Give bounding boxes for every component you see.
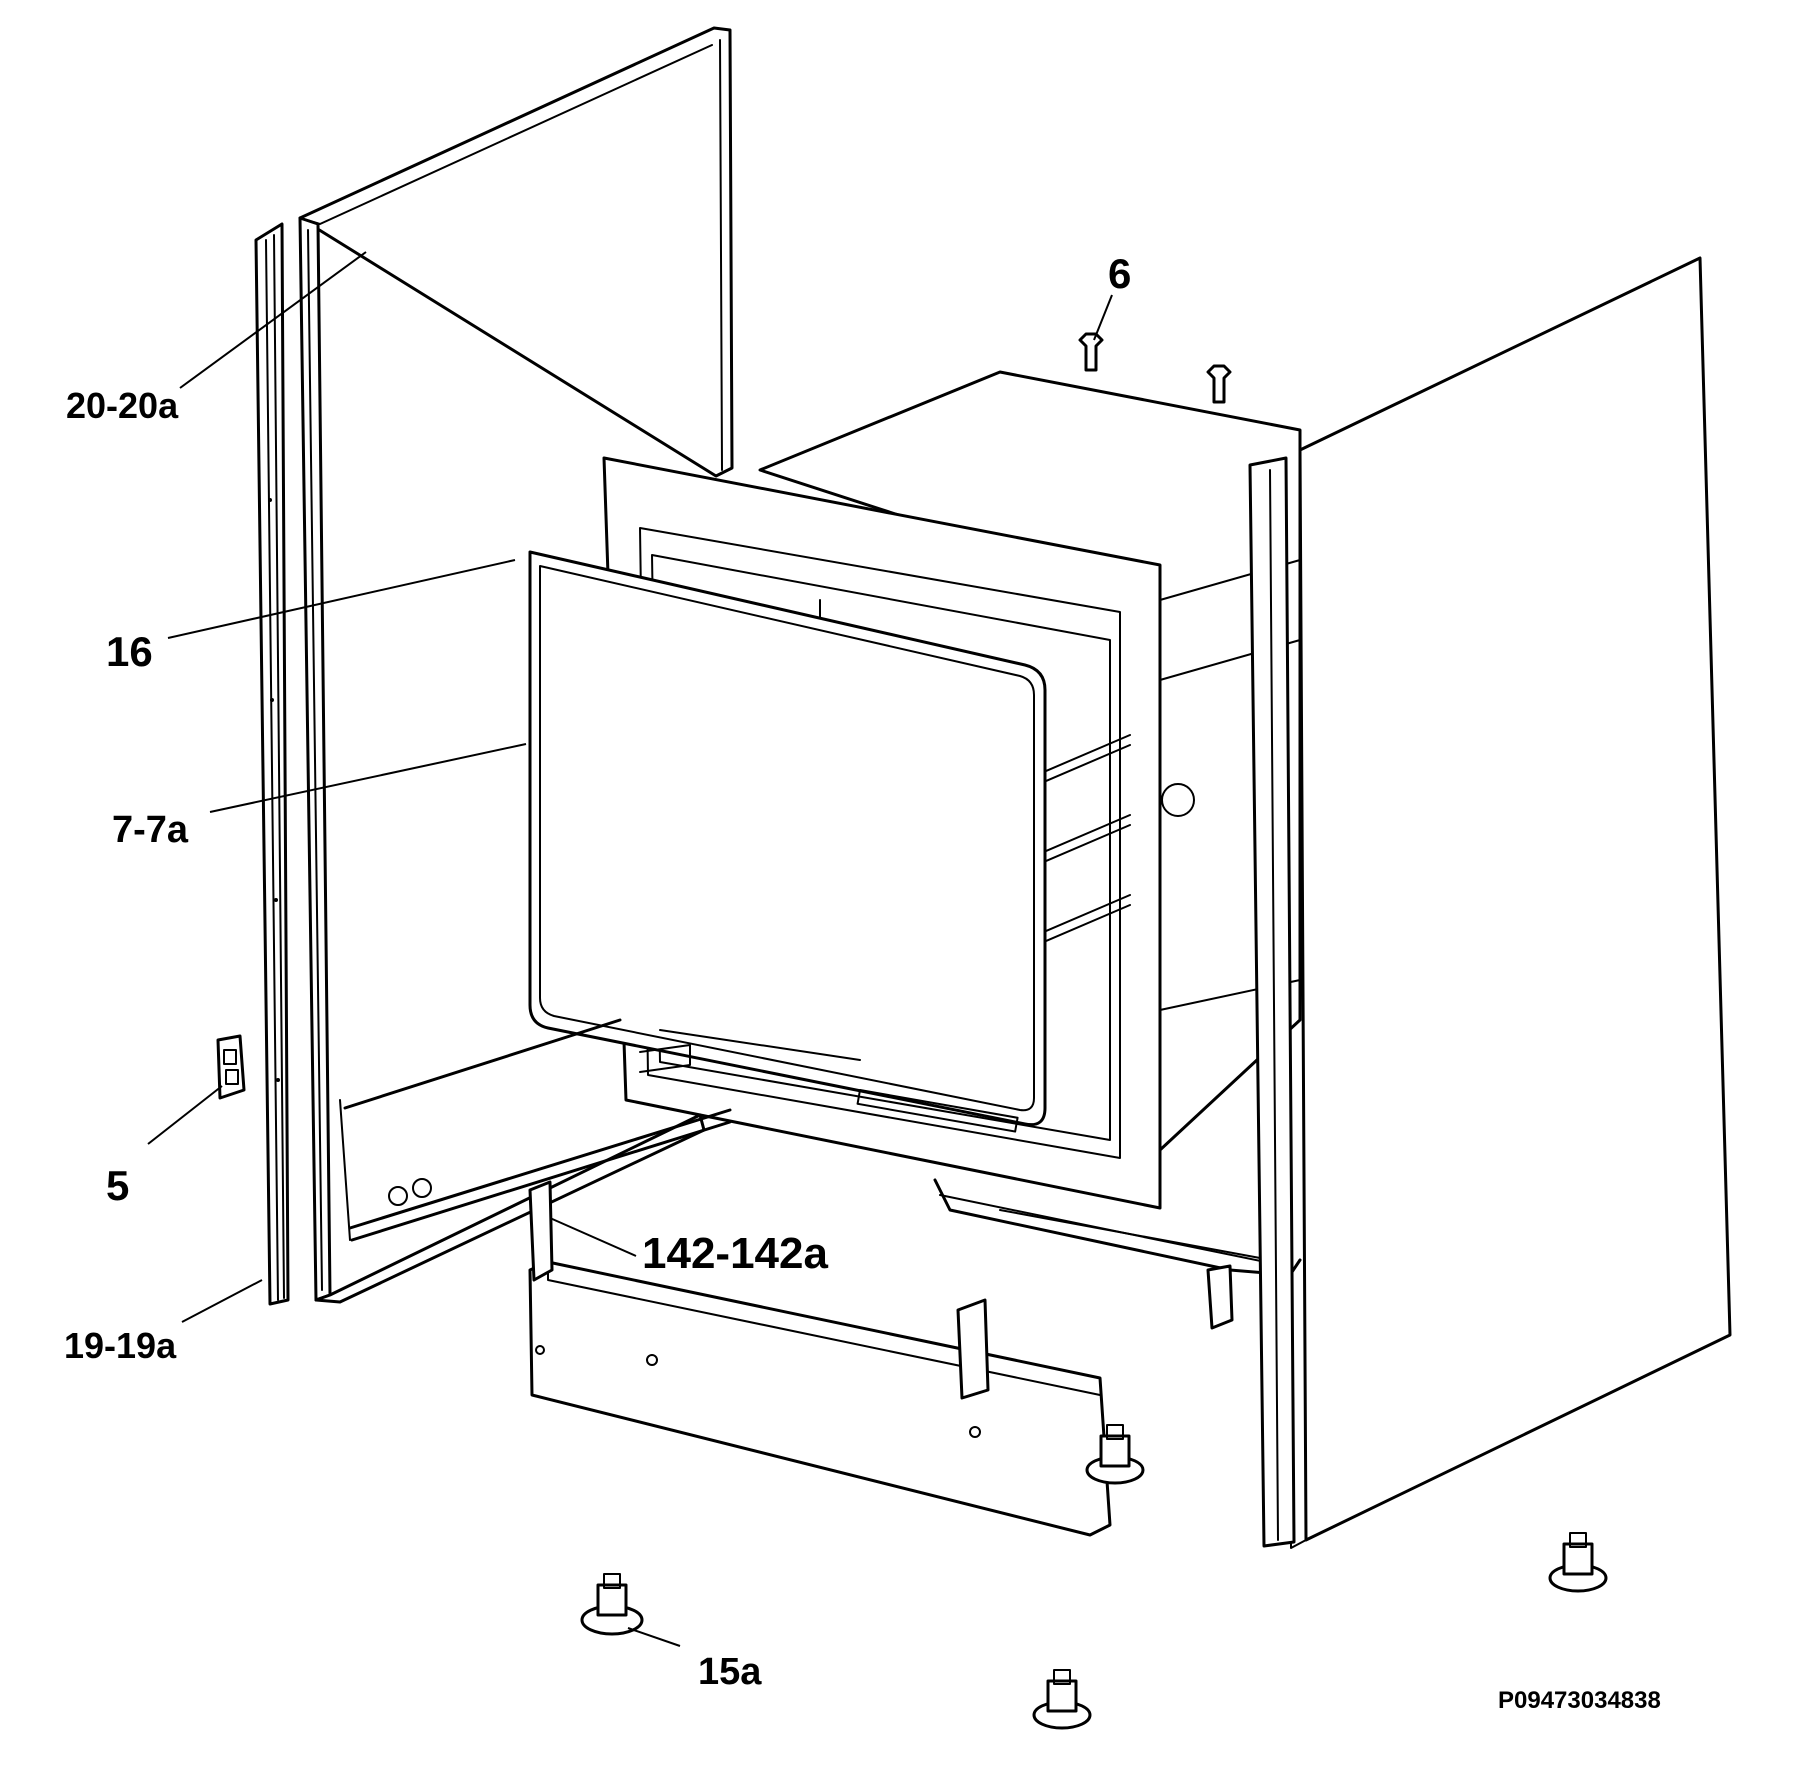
callout-adjustable-foot: 15a — [698, 1651, 762, 1693]
oven-door-gasket — [528, 550, 1047, 1127]
callout-plinth-bracket: 142-142a — [642, 1229, 828, 1278]
adjustable-foot-front-right — [1085, 1424, 1145, 1485]
leader-door-frame — [179, 251, 367, 389]
callout-oven-gasket: 16 — [106, 628, 153, 675]
leader-side-rail — [181, 1279, 263, 1323]
leader-shelf-rails — [209, 743, 527, 813]
lower-rear-bracket — [1206, 1264, 1234, 1330]
leader-adjustable-foot — [627, 1627, 681, 1647]
leader-hinge-bracket — [147, 1085, 223, 1145]
callout-shelf-rails: 7-7a — [112, 809, 189, 851]
door-frame — [298, 26, 734, 1304]
plinth-bracket-left — [528, 1180, 554, 1282]
plinth-panel — [528, 1180, 1112, 1537]
top-fixing-clip-right — [1206, 364, 1232, 404]
hinge-bracket — [216, 1034, 246, 1100]
adjustable-foot-rear-left — [1032, 1669, 1092, 1730]
leader-oven-gasket — [167, 559, 516, 639]
callout-top-fixing: 6 — [1108, 250, 1131, 297]
adjustable-foot-front-left — [580, 1573, 644, 1636]
cavity-port-hole — [1161, 783, 1195, 817]
leader-top-fixing — [1093, 294, 1113, 341]
adjustable-foot-rear-right — [1548, 1532, 1608, 1593]
callout-door-frame: 20-20a — [66, 385, 179, 426]
right-side-panel-front-edge — [1248, 456, 1296, 1548]
reference-code: P09473034838 — [1498, 1687, 1661, 1714]
left-side-rail — [254, 222, 290, 1306]
callout-hinge-bracket: 5 — [106, 1162, 129, 1209]
leader-lines — [147, 251, 1113, 1647]
leader-plinth-bracket — [549, 1217, 637, 1257]
plinth-bracket-right — [956, 1298, 990, 1400]
callout-side-rail: 19-19a — [64, 1325, 177, 1366]
right-side-panel — [1285, 256, 1732, 1549]
top-fixing-clip-left — [1078, 332, 1104, 372]
